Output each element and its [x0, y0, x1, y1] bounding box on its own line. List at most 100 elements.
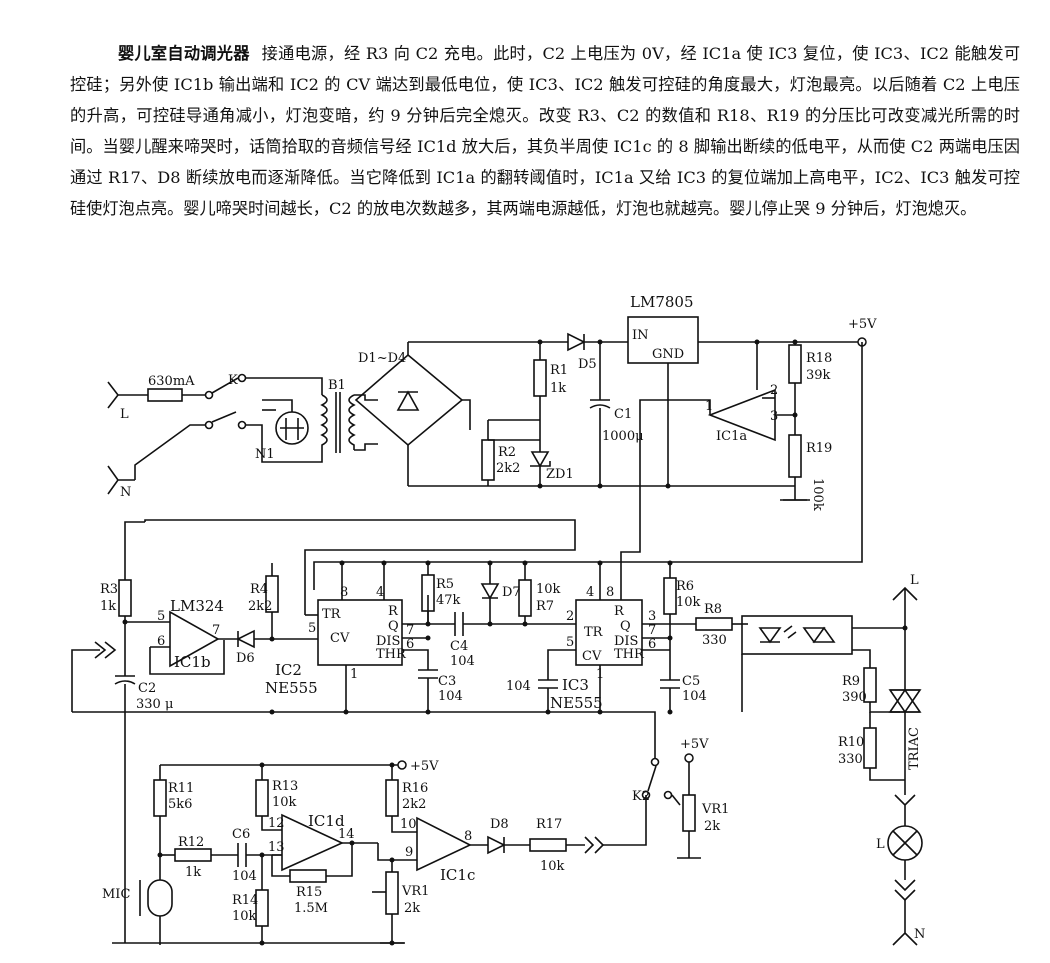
- label-pin1: 1: [705, 399, 713, 414]
- label-fuse: 630mA: [148, 374, 195, 389]
- label-r2-value: 2k2: [496, 461, 520, 476]
- label-ic3-q: Q: [620, 619, 631, 634]
- label-ic3-thr: THR: [614, 647, 645, 662]
- label-c6-value: 104: [232, 869, 257, 884]
- label-d7: D7: [502, 585, 521, 600]
- label-ic3-pin1: 1: [596, 667, 604, 682]
- label-r6-value: 10k: [676, 595, 701, 610]
- label-ic2-pin6: 6: [406, 637, 414, 652]
- label-ic3: IC3: [562, 676, 589, 694]
- label-r14: R14: [232, 893, 258, 908]
- label-ic3-pin5: 5: [566, 635, 574, 650]
- label-ic3-pin8: 8: [606, 585, 614, 600]
- label-ic2-cv: CV: [330, 631, 350, 646]
- label-r14-value: 10k: [232, 909, 257, 924]
- label-k: K: [228, 373, 238, 388]
- label-r7-value: 10k: [536, 582, 561, 597]
- label-r16-value: 2k2: [402, 797, 426, 812]
- label-ic2-pin7: 7: [406, 623, 414, 638]
- label-r16: R16: [402, 781, 428, 796]
- label-r8-value: 330: [702, 633, 727, 648]
- label-pin6: 6: [157, 634, 165, 649]
- label-r5: R5: [436, 577, 454, 592]
- label-c6: C6: [232, 827, 250, 842]
- label-vr1: VR1: [401, 884, 429, 899]
- label-zd1: ZD1: [546, 467, 574, 482]
- label-pin2: 2: [770, 383, 778, 398]
- junction-dots: [122, 339, 908, 946]
- label-mic: MIC: [102, 887, 130, 902]
- label-plus5v2: +5V: [680, 737, 709, 752]
- label-r3: R3: [100, 582, 118, 597]
- label-r9: R9: [842, 674, 860, 689]
- label-r11-value: 5k6: [168, 797, 192, 812]
- label-lamp-n: N: [914, 927, 925, 942]
- label-r12-value: 1k: [185, 865, 201, 880]
- label-b1: B1: [328, 378, 346, 393]
- label-ic3-pin3: 3: [648, 609, 656, 624]
- label-ic1c: IC1c: [440, 866, 475, 884]
- label-gnd: GND: [652, 347, 684, 362]
- label-c5: C5: [682, 674, 700, 689]
- label-r18-value: 39k: [806, 368, 831, 383]
- label-ic1b: IC1b: [174, 653, 211, 671]
- label-pin8c: 8: [464, 829, 472, 844]
- label-k2: K2: [632, 789, 650, 804]
- description-title: 婴儿室自动调光器: [118, 44, 250, 63]
- label-r11: R11: [168, 781, 194, 796]
- label-c2: C2: [138, 681, 156, 696]
- component-labels: LM7805 IN GND +5V 630mA K B1 L N N1 D1~D…: [100, 293, 925, 942]
- label-r18: R18: [806, 351, 832, 366]
- label-ic3-pin4: 4: [586, 585, 594, 600]
- label-ic2-tr: TR: [322, 607, 342, 622]
- label-r4: R4: [250, 582, 268, 597]
- label-l: L: [120, 407, 129, 422]
- label-r12: R12: [178, 835, 204, 850]
- label-r1-value: 1k: [550, 381, 566, 396]
- label-ic3-tr: TR: [584, 625, 604, 640]
- label-plus5v: +5V: [848, 317, 877, 332]
- label-ic3-dis: DIS: [614, 634, 638, 649]
- label-r4-value: 2k2: [248, 599, 272, 614]
- label-r10-value: 330: [838, 752, 863, 767]
- label-c3-value: 104: [438, 689, 463, 704]
- label-r2: R2: [498, 445, 516, 460]
- schematic-wiring: [71, 316, 923, 946]
- label-ic2-pin5: 5: [308, 621, 316, 636]
- label-r1: R1: [550, 363, 568, 378]
- label-vr1b-value: 2k: [704, 819, 720, 834]
- label-d1d4: D1~D4: [358, 351, 406, 366]
- label-c104: 104: [506, 679, 531, 694]
- label-triac-l: L: [910, 573, 919, 588]
- label-n1: N1: [255, 447, 275, 462]
- label-d5: D5: [578, 357, 597, 372]
- label-ic1d: IC1d: [308, 812, 345, 830]
- description-text: 婴儿室自动调光器接通电源，经 R3 向 C2 充电。此时，C2 上电压为 0V，…: [70, 38, 1020, 224]
- label-r17-value: 10k: [540, 859, 565, 874]
- label-r5-value: 47k: [436, 593, 461, 608]
- label-vr1b: VR1: [701, 802, 729, 817]
- label-triac: TRIAC: [907, 727, 922, 770]
- label-ic3-pin2: 2: [566, 609, 574, 624]
- label-pin10: 10: [400, 817, 417, 832]
- label-r19: R19: [806, 441, 832, 456]
- label-ic2-q: Q: [388, 619, 399, 634]
- label-ic2-r: R: [388, 604, 399, 619]
- label-c1: C1: [614, 407, 632, 422]
- label-ic3-ne555: NE555: [550, 694, 603, 712]
- label-r7: R7: [536, 599, 554, 614]
- label-ic2-pin4: 4: [376, 585, 384, 600]
- label-pin7: 7: [212, 623, 220, 638]
- label-pin13: 13: [268, 840, 285, 855]
- label-d6: D6: [236, 651, 255, 666]
- label-c3: C3: [438, 674, 456, 689]
- label-pin9: 9: [405, 845, 413, 860]
- description-body: 接通电源，经 R3 向 C2 充电。此时，C2 上电压为 0V，经 IC1a 使…: [70, 44, 1021, 218]
- label-ic2-thr: THR: [376, 647, 407, 662]
- label-lm324: LM324: [170, 597, 224, 615]
- label-ic2: IC2: [275, 661, 302, 679]
- label-ic2-dis: DIS: [376, 634, 400, 649]
- label-r6: R6: [676, 579, 694, 594]
- label-pin14: 14: [338, 827, 355, 842]
